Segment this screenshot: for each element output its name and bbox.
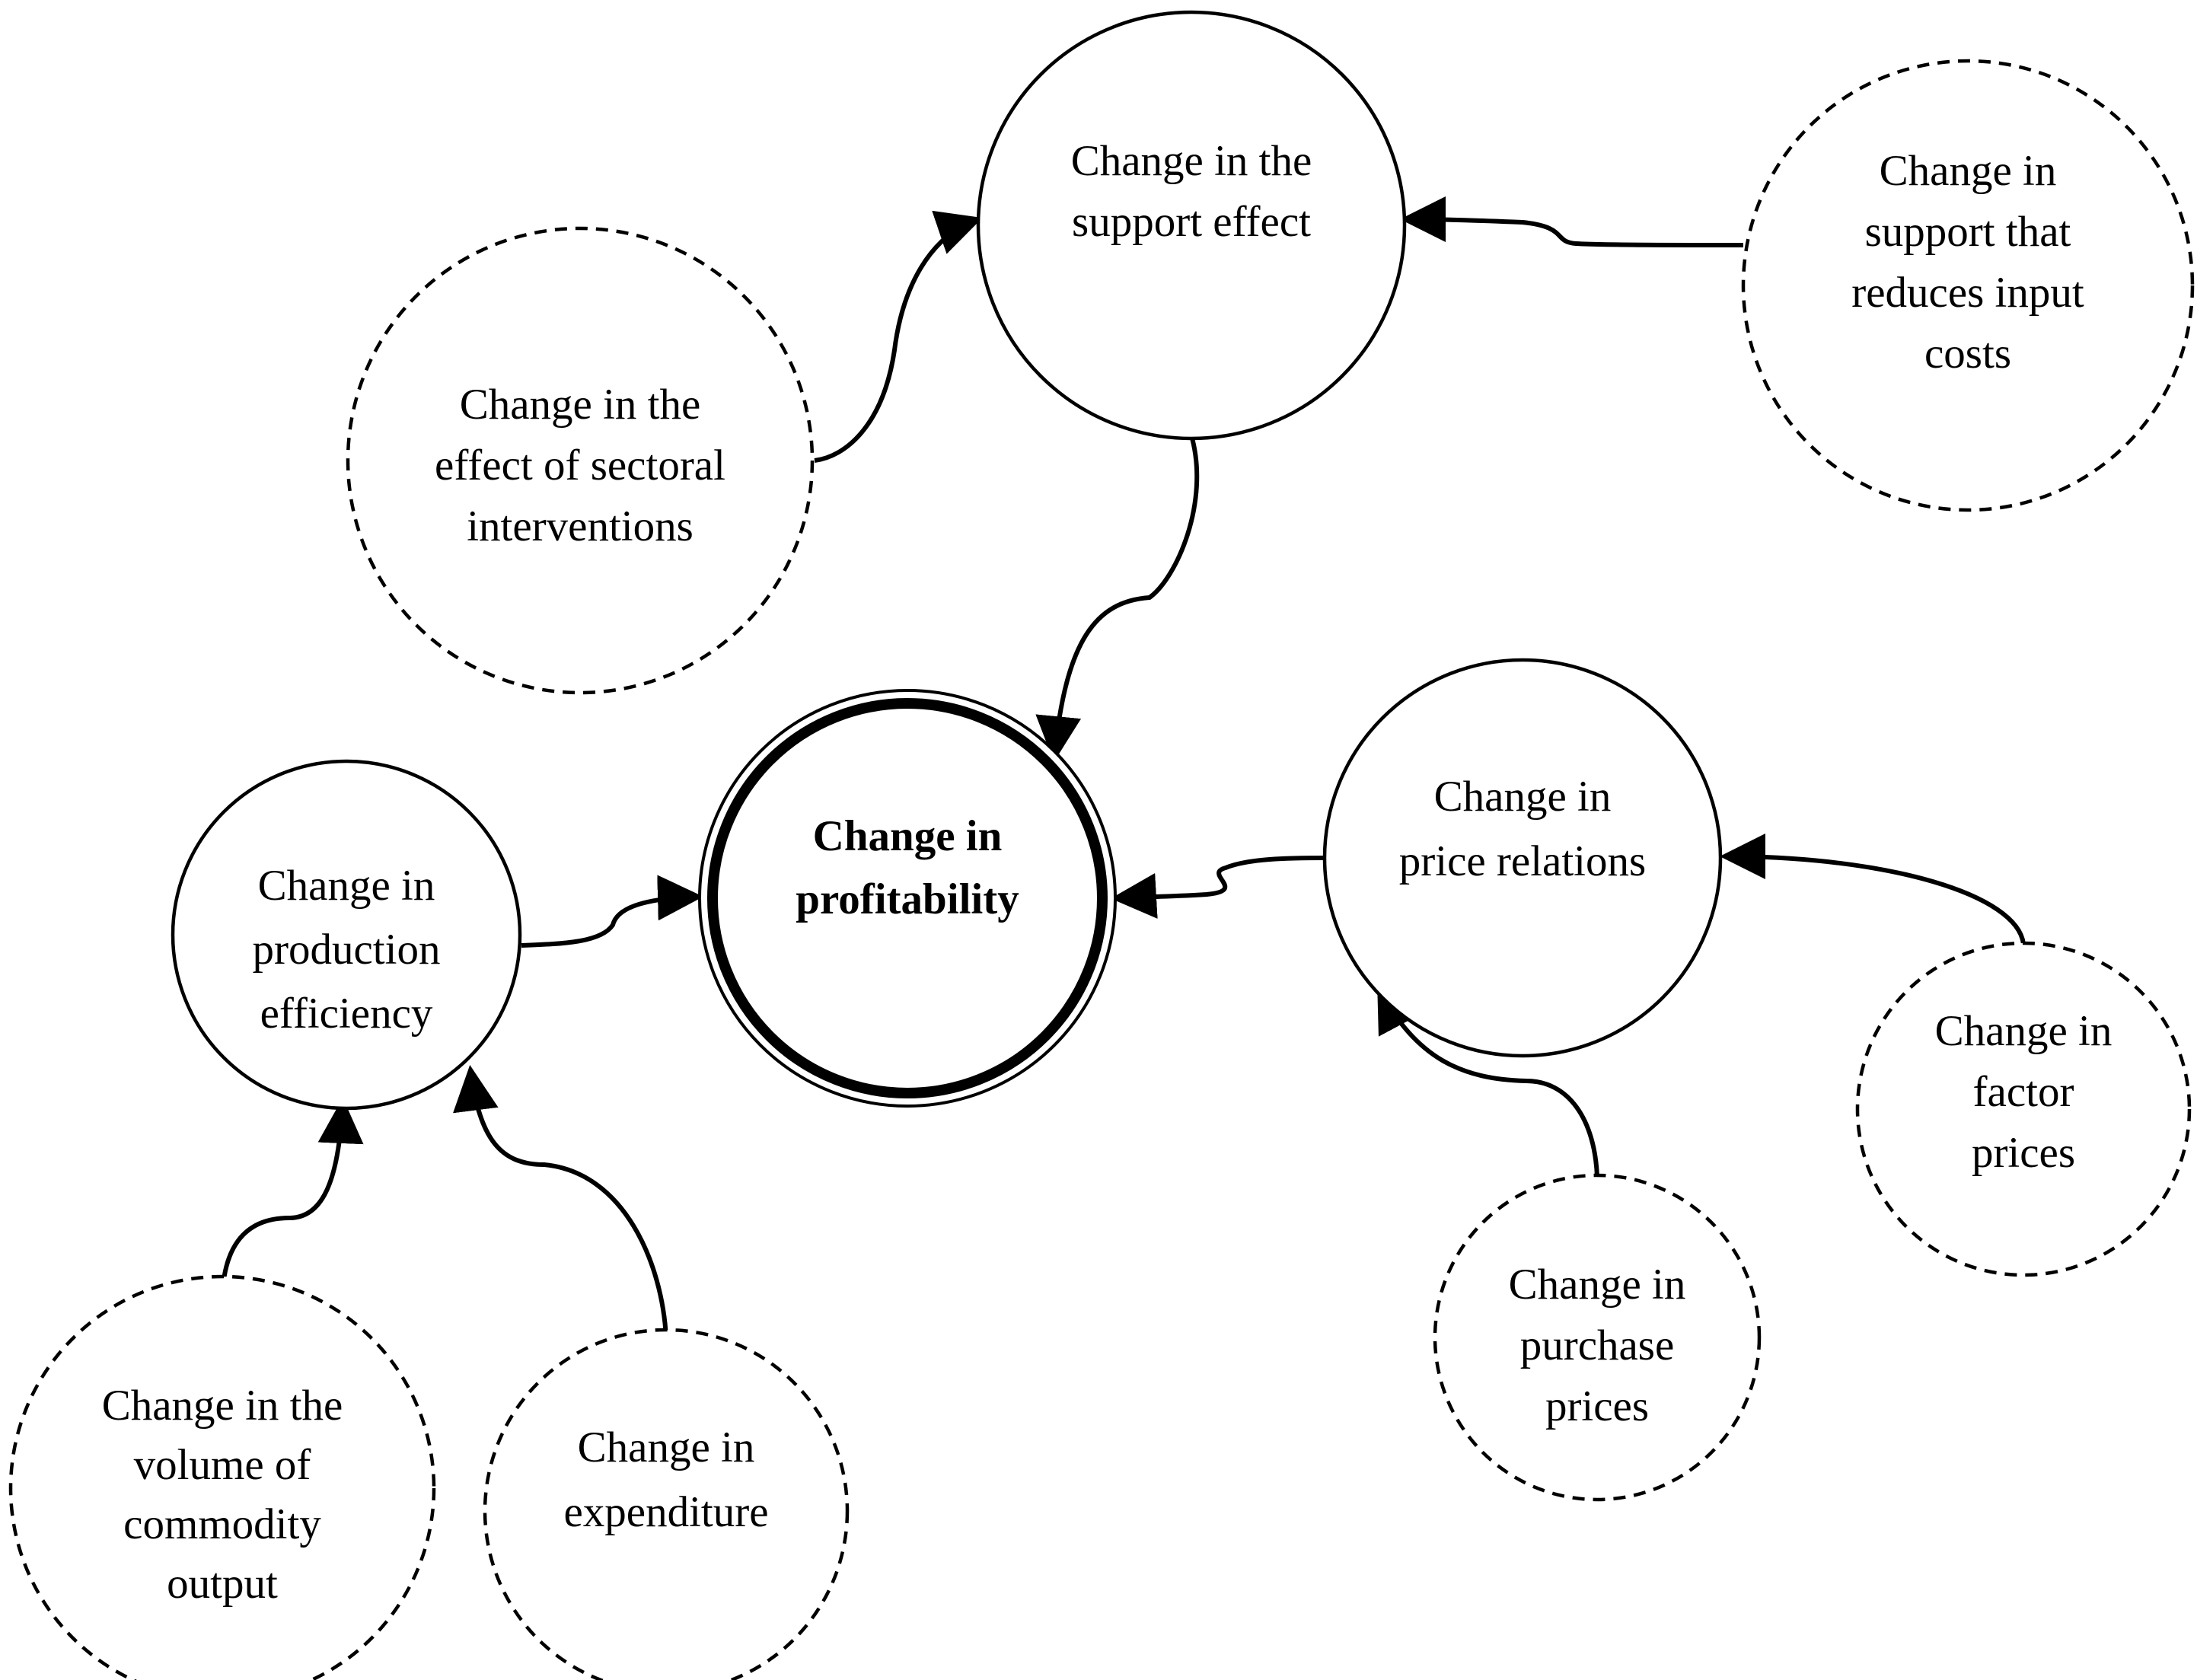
node-production-line-1: Change in (258, 862, 435, 910)
node-commodity-line-3: commodity (123, 1500, 321, 1548)
node-purchase-prices: Change in purchase prices (1433, 1173, 1762, 1502)
node-expenditure: Change in expenditure (483, 1328, 850, 1680)
edge-purchase-to-price (1377, 985, 1599, 1178)
edge-production-to-center (521, 875, 703, 948)
node-price-relations-line-2: price relations (1399, 837, 1646, 885)
node-support-effect-line-2: support effect (1072, 198, 1311, 246)
node-input-cost-line-4: costs (1924, 330, 2011, 378)
node-price-relations-line-1: Change in (1434, 773, 1612, 821)
edges (219, 196, 2026, 1338)
edge-expenditure-to-production (453, 1065, 668, 1338)
node-production-efficiency: Change in production efficiency (171, 759, 522, 1111)
node-commodity-output: Change in the volume of commodity output (8, 1274, 436, 1680)
node-center-profitability: Change in profitability (698, 689, 1117, 1108)
node-commodity-line-4: output (167, 1560, 278, 1608)
node-production-line-3: efficiency (260, 990, 433, 1038)
edge-input-support-to-support (1400, 196, 1744, 247)
node-input-cost-line-2: support that (1865, 208, 2071, 256)
node-purchase-line-1: Change in (1509, 1261, 1686, 1309)
node-support-effect: Change in the support effect (976, 10, 1407, 441)
node-factor-prices: Change in factor prices (1855, 941, 2192, 1277)
node-sectoral-line-1: Change in the (460, 381, 701, 429)
center-line-1: Change in (813, 812, 1003, 860)
node-sectoral-line-2: effect of sectoral (435, 442, 725, 489)
node-commodity-line-2: volume of (134, 1441, 311, 1489)
node-production-line-2: production (253, 926, 441, 974)
edge-commodity-to-production (219, 1098, 364, 1310)
node-factor-line-2: factor (1973, 1068, 2074, 1116)
node-price-relations: Change in price relations (1322, 658, 1723, 1058)
node-expenditure-line-2: expenditure (563, 1488, 768, 1536)
node-factor-line-3: prices (1972, 1129, 2075, 1177)
node-expenditure-line-1: Change in (578, 1423, 755, 1471)
node-sectoral-line-3: interventions (467, 502, 694, 550)
node-input-cost-line-3: reduces input (1851, 269, 2084, 317)
node-support-effect-line-1: Change in the (1071, 137, 1312, 185)
center-line-2: profitability (796, 875, 1019, 923)
node-input-cost-support: Change in support that reduces input cos… (1741, 59, 2195, 512)
edge-support-to-center (1035, 435, 1200, 762)
node-purchase-line-3: prices (1545, 1382, 1649, 1430)
node-commodity-line-1: Change in the (102, 1382, 343, 1430)
node-sectoral-interventions: Change in the effect of sectoral interve… (346, 226, 815, 695)
edge-factor-to-price (1720, 834, 2026, 945)
edge-price-to-center (1111, 856, 1327, 919)
edge-sectoral-to-support (814, 210, 983, 463)
node-factor-line-1: Change in (1935, 1007, 2112, 1055)
node-input-cost-line-1: Change in (1880, 147, 2057, 195)
node-purchase-line-2: purchase (1520, 1321, 1675, 1369)
